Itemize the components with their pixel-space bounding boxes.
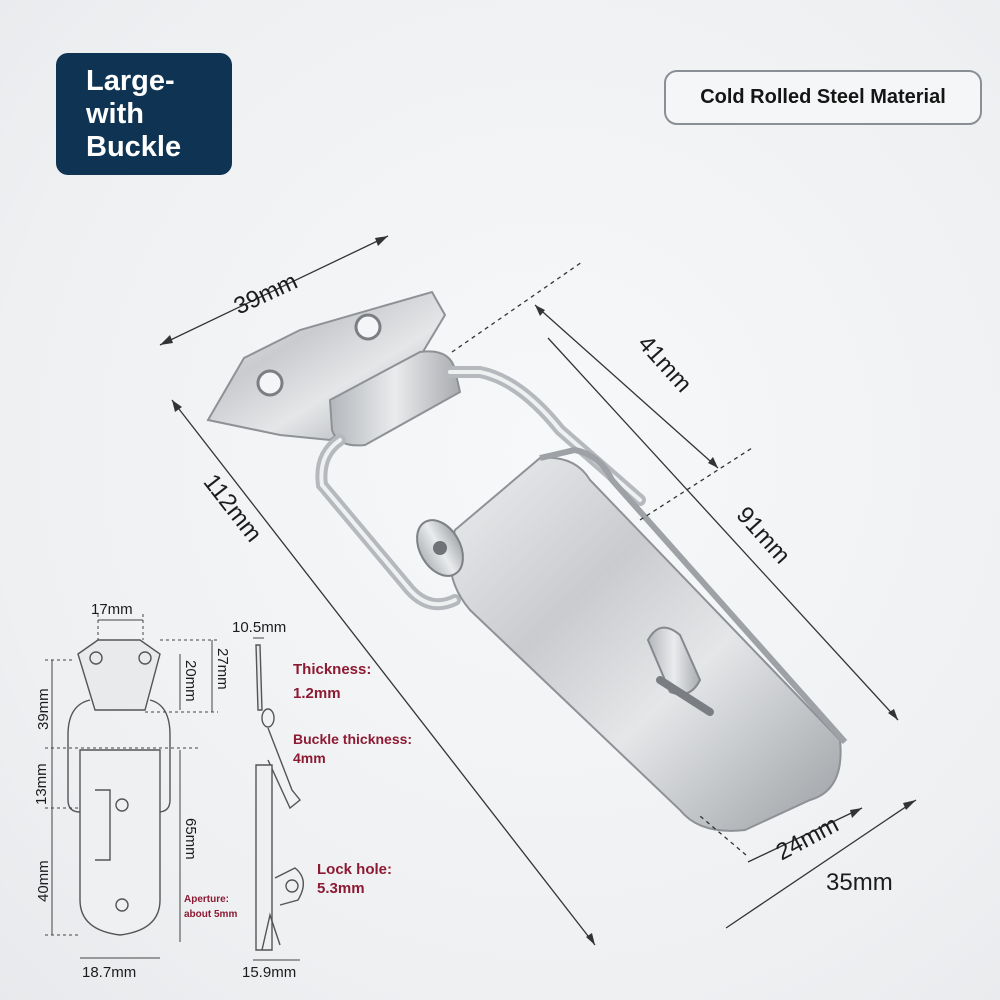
aperture-value: about 5mm [184,909,237,920]
dim-39mm: 39mm [230,268,302,321]
lock-hole-label: Lock hole: [317,861,392,878]
front-view-drawing [67,639,171,936]
latch-illustration [206,290,848,832]
lock-hole-value: 5.3mm [317,880,365,897]
draw-27mm: 27mm [214,648,231,690]
plate-hole-2 [354,313,382,341]
draw-20mm: 20mm [182,660,199,702]
lock-slot [656,676,714,716]
side-view-drawing [255,644,304,951]
base-plate [206,290,447,442]
draw-65mm: 65mm [182,818,199,860]
side-view-dims [253,637,300,961]
badge-line-1: Large- [86,65,175,97]
front-view-dims [45,614,218,959]
buckle-thickness-label: Buckle thickness: [293,731,412,747]
draw-40mm: 40mm [35,860,52,902]
dim-91mm: 91mm [731,502,796,570]
draw-15-9mm: 15.9mm [242,964,296,981]
dim-41mm: 41mm [632,330,697,398]
plate-hole-1 [256,369,284,397]
size-badge: Large- with Buckle [56,53,232,175]
aperture-label: Aperture: [184,894,229,905]
thickness-value: 1.2mm [293,685,341,702]
badge-line-3: Buckle [86,131,182,163]
dim-35mm: 35mm [826,869,893,896]
draw-18-7mm: 18.7mm [82,964,136,981]
buckle-thickness-value: 4mm [293,750,326,766]
thickness-label: Thickness: [293,661,371,678]
dim-24mm: 24mm [772,811,844,866]
draw-17mm: 17mm [91,601,133,618]
main-dimension-lines [159,235,917,946]
hasp-body [449,456,842,832]
draw-10-5mm: 10.5mm [232,619,286,636]
draw-13mm: 13mm [33,763,50,805]
draw-39mm: 39mm [35,688,52,730]
material-label: Cold Rolled Steel Material [664,70,982,125]
dimension-arrowheads [160,236,916,945]
badge-line-2: with [86,98,144,130]
